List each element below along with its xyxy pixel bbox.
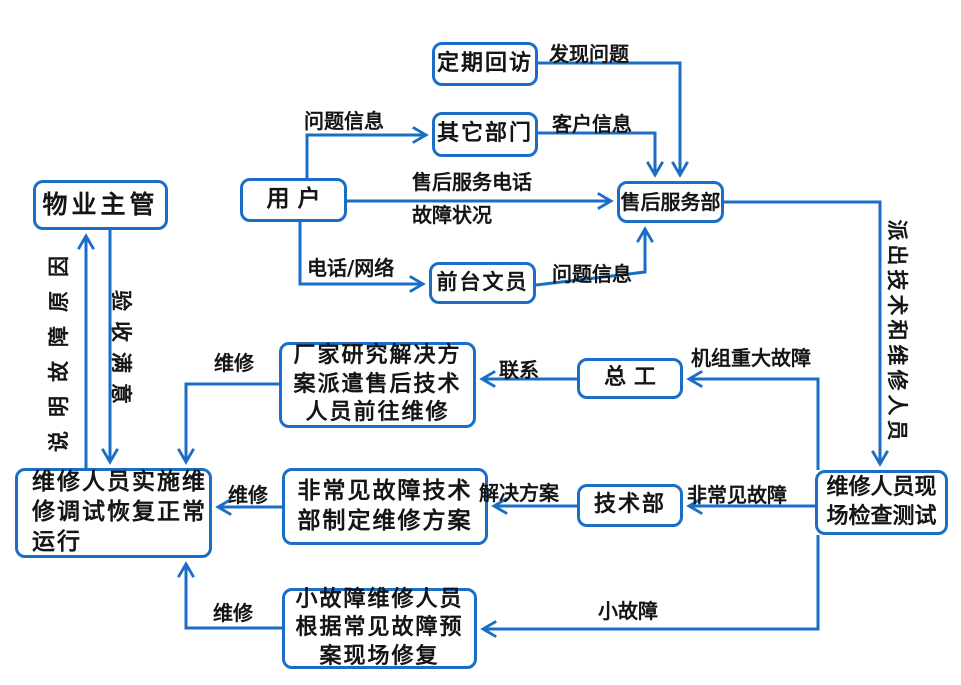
- node-label-line: 场检查测试: [826, 503, 937, 529]
- node-label: 物业主管: [42, 189, 159, 219]
- node-label-line: 维修人员现: [826, 474, 937, 500]
- edge-label-problem-info-bottom: 问题信息: [552, 262, 632, 286]
- node-manufacturer-solution: 厂家研究解决方 案派遣售后技术 人员前往维修: [279, 342, 476, 428]
- node-label-line: 运行: [32, 528, 82, 555]
- node-label: 其它部门: [436, 121, 533, 147]
- edge-label-explain-fault-cause: 说明故障原因: [47, 242, 71, 452]
- edge-label-repair-3: 维修: [213, 601, 253, 625]
- edge-after-sales-to-onsite-check: [724, 200, 889, 467]
- edge-label-hotline-line2: 故障状况: [412, 203, 492, 227]
- node-label-line: 案现场修复: [319, 643, 440, 669]
- edge-label-problem-info-top: 问题信息: [304, 109, 384, 133]
- node-label: 售后服务部: [620, 190, 721, 214]
- edge-onsite-check-to-chief-engineer: [686, 370, 820, 470]
- node-label-line: 人员前往维修: [305, 400, 450, 426]
- node-label: 前台文员: [436, 270, 529, 295]
- edge-label-minor-fault: 小故障: [598, 599, 658, 623]
- node-label: 定期回访: [436, 50, 533, 76]
- edge-other-departments-to-after-sales: [538, 131, 664, 178]
- node-label: 技术部: [593, 492, 666, 518]
- node-label: 总 工: [604, 365, 656, 391]
- node-label-line: 维修人员实施维: [32, 469, 207, 496]
- edge-onsite-check-to-minor-fault-repair: [480, 535, 820, 638]
- edge-manufacturer-to-repair-restore: [177, 382, 279, 465]
- node-label-line: 案派遣售后技术: [293, 371, 462, 397]
- edge-user-to-other-departments: [305, 126, 429, 178]
- edge-label-acceptance-satisfied: 验收满意: [109, 290, 133, 414]
- node-label-line: 根据常见故障预: [295, 615, 464, 641]
- node-label-line: 修调试恢复正常: [32, 499, 207, 526]
- node-technical-department: 技术部: [577, 484, 683, 527]
- node-label-line: 小故障维修人员: [295, 586, 464, 612]
- edge-label-solution: 解决方案: [479, 481, 559, 505]
- node-repair-restore-normal: 维修人员实施维 修调试恢复正常 运行: [15, 468, 212, 558]
- edge-label-hotline-line1: 售后服务电话: [412, 170, 532, 194]
- node-label-line: 厂家研究解决方: [293, 343, 462, 369]
- edge-label-dispatch-technicians: 派出技术和维修人员: [885, 219, 909, 445]
- edge-minor-fault-repair-to-repair-restore: [177, 561, 282, 630]
- edge-label-phone-network: 电话/网络: [307, 256, 395, 280]
- edge-label-repair-2: 维修: [228, 483, 268, 507]
- edge-label-contact: 联系: [499, 358, 539, 382]
- node-chief-engineer: 总 工: [577, 358, 683, 399]
- node-label-line: 非常见故障技术: [297, 477, 473, 504]
- node-front-desk-clerk: 前台文员: [429, 262, 536, 304]
- node-minor-fault-onsite-repair: 小故障维修人员 根据常见故障预 案现场修复: [282, 586, 477, 669]
- node-after-sales-department: 售后服务部: [617, 181, 724, 223]
- node-user: 用 户: [240, 178, 347, 222]
- node-label-line: 部制定维修方案: [297, 507, 473, 534]
- node-label: 用 户: [266, 186, 321, 213]
- edge-user-to-front-desk: [298, 222, 426, 293]
- edge-label-major-fault: 机组重大故障: [691, 346, 811, 370]
- edge-front-desk-to-after-sales: [535, 226, 654, 287]
- node-uncommon-fault-plan: 非常见故障技术 部制定维修方案: [282, 468, 488, 545]
- edge-label-uncommon-fault: 非常见故障: [687, 483, 787, 507]
- edge-label-customer-info: 客户信息: [552, 112, 632, 136]
- edge-label-repair-1: 维修: [214, 351, 254, 375]
- node-other-departments: 其它部门: [432, 112, 538, 157]
- edge-periodic-visit-to-after-sales: [538, 61, 689, 178]
- node-property-manager: 物业主管: [33, 180, 168, 230]
- edge-label-found-problem: 发现问题: [549, 42, 629, 66]
- node-periodic-visit: 定期回访: [432, 42, 538, 86]
- node-onsite-check-test: 维修人员现 场检查测试: [815, 470, 948, 535]
